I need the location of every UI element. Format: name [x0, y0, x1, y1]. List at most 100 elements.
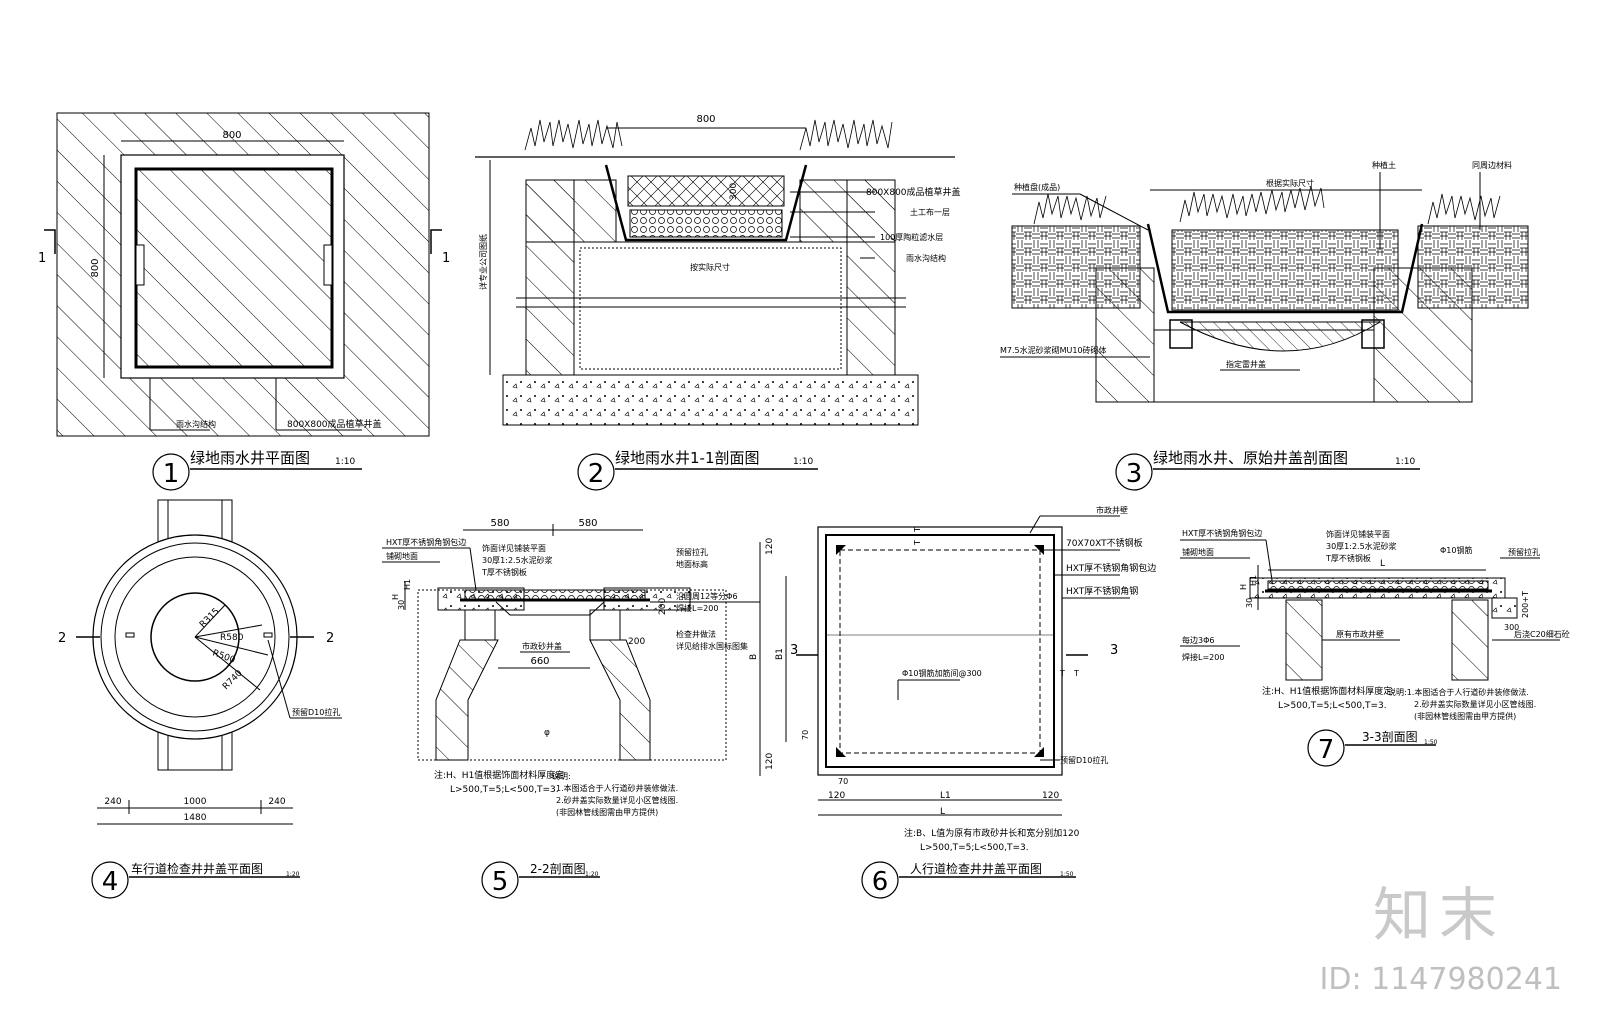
- d5-dim-h1: H1: [403, 579, 412, 590]
- d2-note-fabric: 土工布一层: [910, 207, 950, 217]
- watermark-logo: 知末: [1372, 881, 1505, 949]
- drawing-1-plan: 800 800 1 1 雨水沟结构 800X800成品植草井盖 1 绿地雨水井平…: [38, 112, 450, 491]
- d6-dim-120a: 120: [765, 538, 775, 555]
- d7-note-face: 饰面详见铺装平面: [1326, 529, 1390, 539]
- d6-note-hxt2: HXT厚不锈钢角钢: [1066, 585, 1138, 597]
- d1-number: 1: [163, 459, 180, 489]
- d5-dim-660: 660: [530, 656, 549, 667]
- d6-dim-120c: 120: [828, 791, 845, 801]
- d7-note-steel: T厚不锈钢板: [1325, 553, 1371, 563]
- d5-note-std: 详见给排水国标图集: [676, 641, 748, 651]
- d7-note-b3: 说明:1.本图适合于人行道砂井装修做法.: [1388, 687, 1529, 697]
- d5-note-steel: T厚不锈钢板: [481, 567, 527, 577]
- d7-note-weld: 焊接L=200: [1182, 652, 1224, 662]
- d4-r580: R580: [220, 633, 244, 643]
- d5-note-weld: 焊接L=200: [676, 603, 718, 613]
- d6-scale: 1:50: [1060, 871, 1074, 878]
- d6-note-rebar: Φ10钢筋加筋间@300: [902, 668, 982, 678]
- drawing-6-plan: 3 3 B B1 120 120 70 70 120 L1 120 L T T …: [749, 505, 1156, 899]
- d6-number: 6: [872, 867, 889, 897]
- d5-note-hole: 预留拉孔: [676, 547, 708, 557]
- d4-dim-c: 240: [268, 797, 285, 807]
- d5-note-b6: (非园林管线图需由甲方提供): [556, 807, 658, 817]
- d6-dim-t4: T: [1073, 669, 1079, 678]
- d2-scale: 1:10: [793, 457, 813, 467]
- d5-scale: 1:20: [585, 871, 599, 878]
- d2-number: 2: [588, 459, 605, 489]
- d2-dim-top: 800: [696, 114, 715, 125]
- drawing-2-section: 800 300 详专业公司图纸 按实际尺寸 800X800成品植草井盖 土工布一…: [475, 114, 961, 491]
- d7-title: 3-3剖面图: [1362, 730, 1418, 744]
- d7-scale: 1:50: [1424, 739, 1438, 746]
- d7-note-200: 200+T: [1521, 591, 1530, 618]
- d6-dim-70a: 70: [801, 730, 810, 740]
- d6-dim-l1: L1: [940, 791, 951, 801]
- d5-note-b3: 说明:: [552, 771, 571, 781]
- d6-dim-b1: B1: [775, 648, 785, 660]
- d6-dim-120b: 120: [765, 753, 775, 770]
- d4-note-hole: 预留D10拉孔: [292, 707, 340, 717]
- d2-note-cover: 800X800成品植草井盖: [866, 186, 961, 198]
- d6-note-hole: 预留D10拉孔: [1060, 755, 1108, 765]
- d5-dim-200a: 200: [658, 598, 668, 615]
- d3-title: 绿地雨水井、原始井盖剖面图: [1153, 449, 1348, 467]
- d6-cut-right: 3: [1110, 643, 1118, 658]
- d1-scale: 1:10: [335, 457, 355, 467]
- d7-note-c20: 后浇C20细石砼: [1514, 629, 1570, 639]
- d7-note-b4: 2.砂井盖实际数量详见小区管线图.: [1414, 699, 1536, 709]
- d6-cut-left: 3: [790, 643, 798, 658]
- d3-number: 3: [1126, 459, 1143, 489]
- d7-note-rebar: Φ10钢筋: [1440, 545, 1472, 555]
- d7-note-city: 原有市政井壁: [1336, 629, 1384, 639]
- d5-note-b2: L>500,T=5;L<500,T=3.: [450, 785, 559, 795]
- d3-note-size: 根据实际尺寸: [1266, 178, 1314, 188]
- d7-note-mortar: 30厚1:2.5水泥砂浆: [1326, 541, 1397, 551]
- d5-note-mortar: 30厚1:2.5水泥砂浆: [482, 555, 553, 565]
- d6-title: 人行道检查井井盖平面图: [910, 861, 1042, 876]
- d5-note-b4: 1.本图适合于人行道砂井装修做法.: [556, 783, 678, 793]
- d6-dim-b: B: [749, 654, 759, 660]
- d2-note-vert: 详专业公司图纸: [478, 234, 488, 290]
- d4-cut-right: 2: [326, 631, 334, 646]
- d1-dim-height: 800: [90, 258, 101, 277]
- d5-note-pave: 铺砌地面: [386, 551, 418, 561]
- d4-dim-total: 1480: [184, 813, 207, 823]
- d7-number: 7: [1318, 735, 1335, 765]
- d1-note-right: 800X800成品植草井盖: [287, 418, 382, 430]
- d7-note-hxt: HXT厚不锈钢角钢包边: [1182, 528, 1262, 538]
- d7-note-pave: 铺砌地面: [1182, 547, 1214, 557]
- d7-note-h1: H1: [1249, 575, 1258, 586]
- d6-dim-t2: T: [913, 540, 922, 546]
- d5-note-face: 饰面详见铺装平面: [482, 543, 546, 553]
- d6-dim-l: L: [940, 807, 945, 817]
- d6-dim-120d: 120: [1042, 791, 1059, 801]
- d5-note-ring: 沿圆周12等分Φ6: [676, 591, 738, 601]
- drawing-7-section: H H1 30 L HXT厚不锈钢角钢包边 铺砌地面 饰面详见铺装平面 30厚1…: [1180, 528, 1570, 767]
- d5-note-check: 检查井做法: [676, 629, 716, 639]
- d5-note-well: 市政砂井盖: [522, 641, 562, 651]
- d4-title: 车行道检查井井盖平面图: [131, 861, 263, 876]
- d6-note-b1: 注:B、L值为原有市政砂井长和宽分别加120: [904, 827, 1080, 839]
- d5-note-hxt: HXT厚不锈钢角钢包边: [386, 537, 466, 547]
- d6-note-angle: 70X70XT不锈钢板: [1066, 537, 1143, 549]
- d7-note-l: L: [1380, 559, 1385, 569]
- d3-note-mortar: M7.5水泥砂浆砌MU10砖砌体: [1000, 345, 1107, 355]
- d7-note-30: 30: [1245, 598, 1254, 608]
- d3-note-soil: 种植土: [1372, 160, 1396, 170]
- d3-note-same: 同周边材料: [1472, 160, 1512, 170]
- d5-dim-30: 30: [397, 600, 406, 610]
- d4-dim-a: 240: [104, 797, 121, 807]
- d1-cut-left: 1: [38, 251, 46, 266]
- d1-title: 绿地雨水井平面图: [190, 449, 310, 467]
- d6-note-b2: L>500,T=5;L<500,T=3.: [920, 843, 1029, 853]
- drawing-5-section: 580 580 660 φ 200 200 H H1 30 HXT厚不锈钢角钢包…: [382, 518, 760, 899]
- d5-title: 2-2剖面图: [530, 862, 586, 876]
- d1-dim-width: 800: [222, 130, 241, 141]
- d1-note-left: 雨水沟结构: [176, 419, 216, 429]
- d4-cut-left: 2: [58, 631, 66, 646]
- d5-note-b5: 2.砂井盖实际数量详见小区管线图.: [556, 795, 678, 805]
- d5-note-b1: 注:H、H1值根据饰面材料厚度定: [434, 769, 564, 781]
- d5-dim-phi: φ: [544, 728, 550, 738]
- d2-note-filter: 100厚陶粒滤水层: [880, 232, 943, 242]
- d7-note-hole: 预留拉孔: [1508, 547, 1540, 557]
